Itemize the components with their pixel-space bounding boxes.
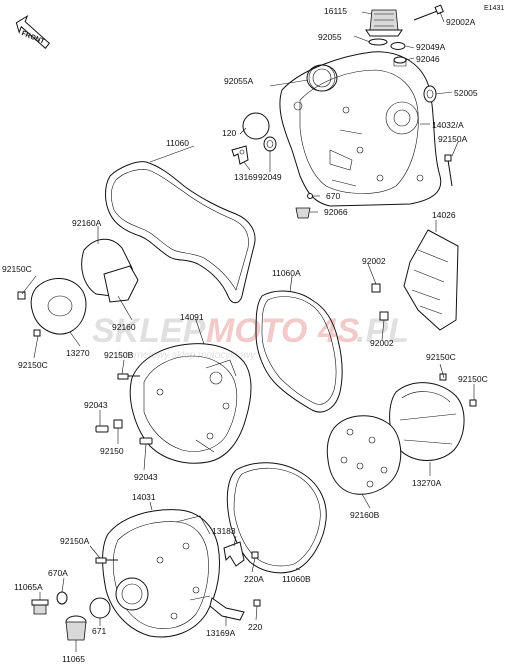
watermark-tagline: internetowy sklep motocyklowy bbox=[118, 350, 256, 361]
bracket-13183 bbox=[223, 541, 245, 567]
label-92150A-top: 92150A bbox=[438, 134, 468, 144]
gasket-11060A bbox=[255, 290, 343, 413]
gasket-11060-inner bbox=[110, 169, 249, 291]
front-direction-arrow: FRONT bbox=[15, 14, 50, 49]
bracket-13169A bbox=[209, 597, 245, 621]
label-92150C-b: 92150C bbox=[18, 360, 48, 370]
plate-13270 bbox=[30, 278, 87, 335]
bolt-220 bbox=[253, 599, 261, 607]
gasket-11060A-inner bbox=[261, 296, 337, 405]
watermark-brand-c: 4S bbox=[317, 312, 360, 350]
gasket-11060B-inner bbox=[233, 467, 321, 567]
cover-92160B bbox=[326, 415, 402, 495]
sprocket-guard-14026 bbox=[403, 229, 459, 331]
oring-670A bbox=[56, 591, 68, 605]
gasket-11060B bbox=[226, 462, 327, 574]
label-92055A: 92055A bbox=[224, 76, 254, 86]
label-670A: 670A bbox=[48, 568, 68, 578]
gasket-120 bbox=[242, 112, 270, 140]
label-220: 220 bbox=[248, 622, 262, 632]
label-14031: 14031 bbox=[132, 492, 156, 502]
bolt-92150A-bottom bbox=[95, 557, 118, 564]
bolt-92150C-right-b bbox=[469, 399, 477, 407]
label-11060A: 11060A bbox=[272, 268, 301, 278]
label-14091: 14091 bbox=[180, 312, 204, 322]
clutch-cover-14032 bbox=[279, 51, 442, 207]
label-13169: 13169 bbox=[234, 172, 258, 182]
cover-92160 bbox=[103, 265, 139, 303]
bolt-92150A-top bbox=[444, 154, 453, 187]
cover-14031 bbox=[102, 509, 220, 638]
label-670: 670 bbox=[326, 191, 340, 201]
label-92160: 92160 bbox=[112, 322, 136, 332]
watermark: SKLEP MOTO 4S .PL internetowy sklep moto… bbox=[92, 312, 409, 361]
label-11060B: 11060B bbox=[282, 574, 311, 584]
label-52005: 52005 bbox=[454, 88, 478, 98]
label-92150C-c: 92150C bbox=[426, 352, 456, 362]
label-92066: 92066 bbox=[324, 207, 348, 217]
bolt-92150 bbox=[113, 419, 123, 429]
washers-92049A-92046 bbox=[390, 42, 407, 67]
plug-11065A bbox=[31, 599, 49, 615]
pin-670 bbox=[307, 193, 313, 199]
label-92150A-bottom: 92150A bbox=[60, 536, 90, 546]
label-14026: 14026 bbox=[432, 210, 456, 220]
bolt-92002-right-a bbox=[371, 283, 381, 293]
label-13183: 13183 bbox=[212, 526, 236, 536]
label-92150C-d: 92150C bbox=[458, 374, 488, 384]
label-92160A: 92160A bbox=[72, 218, 102, 228]
cover-14091 bbox=[129, 343, 252, 464]
oring-92055 bbox=[368, 38, 388, 46]
washer-92049 bbox=[263, 136, 277, 152]
leader-lines bbox=[21, 11, 475, 652]
bolt-92150C-left-a bbox=[17, 291, 26, 300]
diagram-code: E1431 bbox=[484, 5, 504, 12]
label-220A: 220A bbox=[244, 574, 264, 584]
label-13270: 13270 bbox=[66, 348, 90, 358]
watermark-brand-a: SKLEP bbox=[92, 312, 206, 350]
label-11065: 11065 bbox=[62, 654, 85, 664]
bolt-220A bbox=[251, 551, 259, 559]
label-120: 120 bbox=[222, 128, 236, 138]
seal-52005 bbox=[423, 85, 437, 103]
label-92150C-a: 92150C bbox=[2, 264, 32, 274]
gasket-11060 bbox=[105, 161, 256, 304]
oring-92055A bbox=[306, 64, 338, 92]
bolt-92002-right-b bbox=[379, 311, 389, 321]
label-92002-a: 92002 bbox=[362, 256, 386, 266]
label-92160B: 92160B bbox=[350, 510, 380, 520]
dowel-92043-a bbox=[95, 425, 109, 433]
label-92055: 92055 bbox=[318, 32, 342, 42]
label-92002-b: 92002 bbox=[370, 338, 394, 348]
label-92049: 92049 bbox=[258, 172, 282, 182]
label-92150: 92150 bbox=[100, 446, 124, 456]
label-92046: 92046 bbox=[416, 54, 440, 64]
label-11065A: 11065A bbox=[14, 582, 43, 592]
plug-92066 bbox=[295, 207, 311, 219]
dowel-92043-b bbox=[139, 437, 153, 445]
label-13270A: 13270A bbox=[412, 478, 442, 488]
label-11060: 11060 bbox=[166, 138, 189, 148]
label-16115: 16115 bbox=[324, 6, 347, 16]
plug-11065 bbox=[65, 615, 87, 641]
label-671: 671 bbox=[92, 626, 106, 636]
label-14032A: 14032/A bbox=[432, 120, 464, 130]
oil-filler-cap-16115 bbox=[365, 9, 403, 37]
label-92043-b: 92043 bbox=[134, 472, 158, 482]
label-92150B: 92150B bbox=[104, 350, 134, 360]
label-92043-a: 92043 bbox=[84, 400, 108, 410]
label-92049A: 92049A bbox=[416, 42, 446, 52]
bracket-13169 bbox=[231, 145, 249, 165]
bolt-92150B bbox=[117, 373, 140, 380]
label-92002A: 92002A bbox=[446, 17, 476, 27]
label-13169A: 13169A bbox=[206, 628, 236, 638]
bolt-92150C-left-b bbox=[33, 329, 41, 337]
oring-671 bbox=[89, 597, 111, 619]
part-labels: 16115 92002A 92055 92049A 92046 92055A 5… bbox=[2, 6, 488, 664]
bolt-92002A bbox=[413, 4, 444, 21]
